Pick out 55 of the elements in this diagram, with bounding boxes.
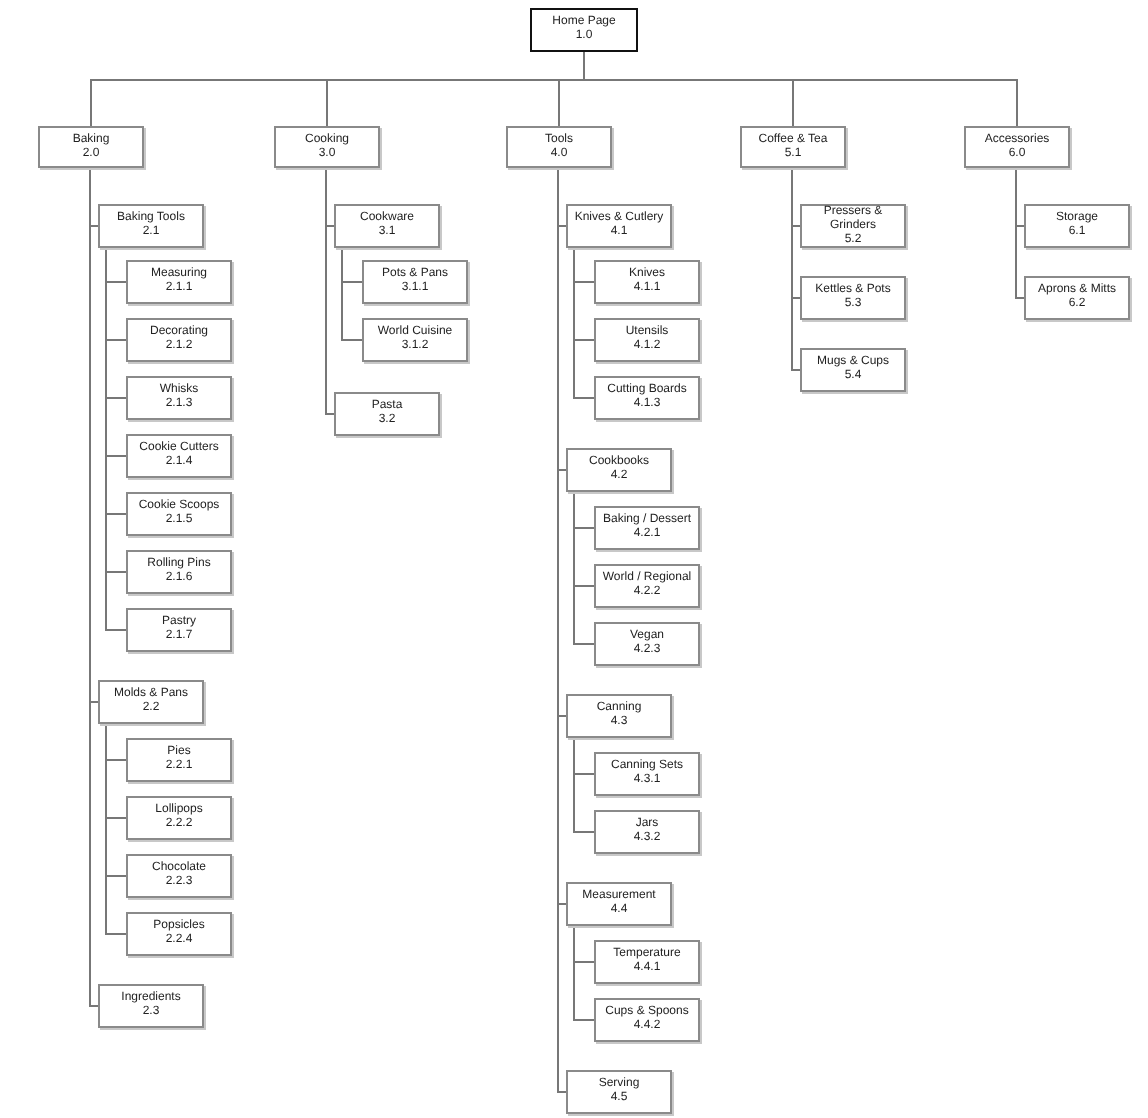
- page-box: [126, 550, 232, 594]
- page-box: [1024, 204, 1130, 248]
- page-box: [594, 564, 700, 608]
- page-box: [566, 1070, 672, 1114]
- page-box: [98, 204, 204, 248]
- page-box: [1024, 276, 1130, 320]
- page-box: [126, 796, 232, 840]
- page-box: [126, 434, 232, 478]
- page-box: [594, 940, 700, 984]
- page-box: [594, 810, 700, 854]
- connector-line: [325, 167, 335, 415]
- connector-line: [573, 491, 595, 645]
- page-box: [126, 854, 232, 898]
- page-box: [964, 126, 1070, 168]
- page-box: [566, 204, 672, 248]
- connector-line: [341, 247, 363, 341]
- page-box: [126, 492, 232, 536]
- page-box: [126, 738, 232, 782]
- page-box: [334, 392, 440, 436]
- page-box: [362, 318, 468, 362]
- page-box: [126, 376, 232, 420]
- page-box: [594, 752, 700, 796]
- page-box: [800, 204, 906, 248]
- page-box: [594, 622, 700, 666]
- page-box: [594, 260, 700, 304]
- page-box: [126, 608, 232, 652]
- connector-line: [573, 737, 595, 833]
- connector-line: [583, 51, 1018, 127]
- page-box: [98, 984, 204, 1028]
- page-box: [594, 376, 700, 420]
- page-box: [800, 276, 906, 320]
- page-box: [38, 126, 144, 168]
- page-box: [594, 506, 700, 550]
- page-box: [98, 680, 204, 724]
- page-box: [274, 126, 380, 168]
- connector-line: [573, 925, 595, 1021]
- page-box: [566, 694, 672, 738]
- connector-line: [105, 723, 127, 935]
- page-box: [566, 882, 672, 926]
- page-box: [594, 998, 700, 1042]
- page-box: [362, 260, 468, 304]
- page-box: [594, 318, 700, 362]
- connector-line: [1015, 167, 1025, 299]
- page-box: [334, 204, 440, 248]
- connector-line: [791, 167, 801, 371]
- connector-line: [573, 247, 595, 399]
- page-box: [126, 260, 232, 304]
- page-box: [530, 8, 638, 52]
- page-box: [126, 912, 232, 956]
- connector-line: [105, 247, 127, 631]
- page-box: [126, 318, 232, 362]
- page-box: [506, 126, 612, 168]
- page-box: [740, 126, 846, 168]
- page-box: [566, 448, 672, 492]
- page-box: [800, 348, 906, 392]
